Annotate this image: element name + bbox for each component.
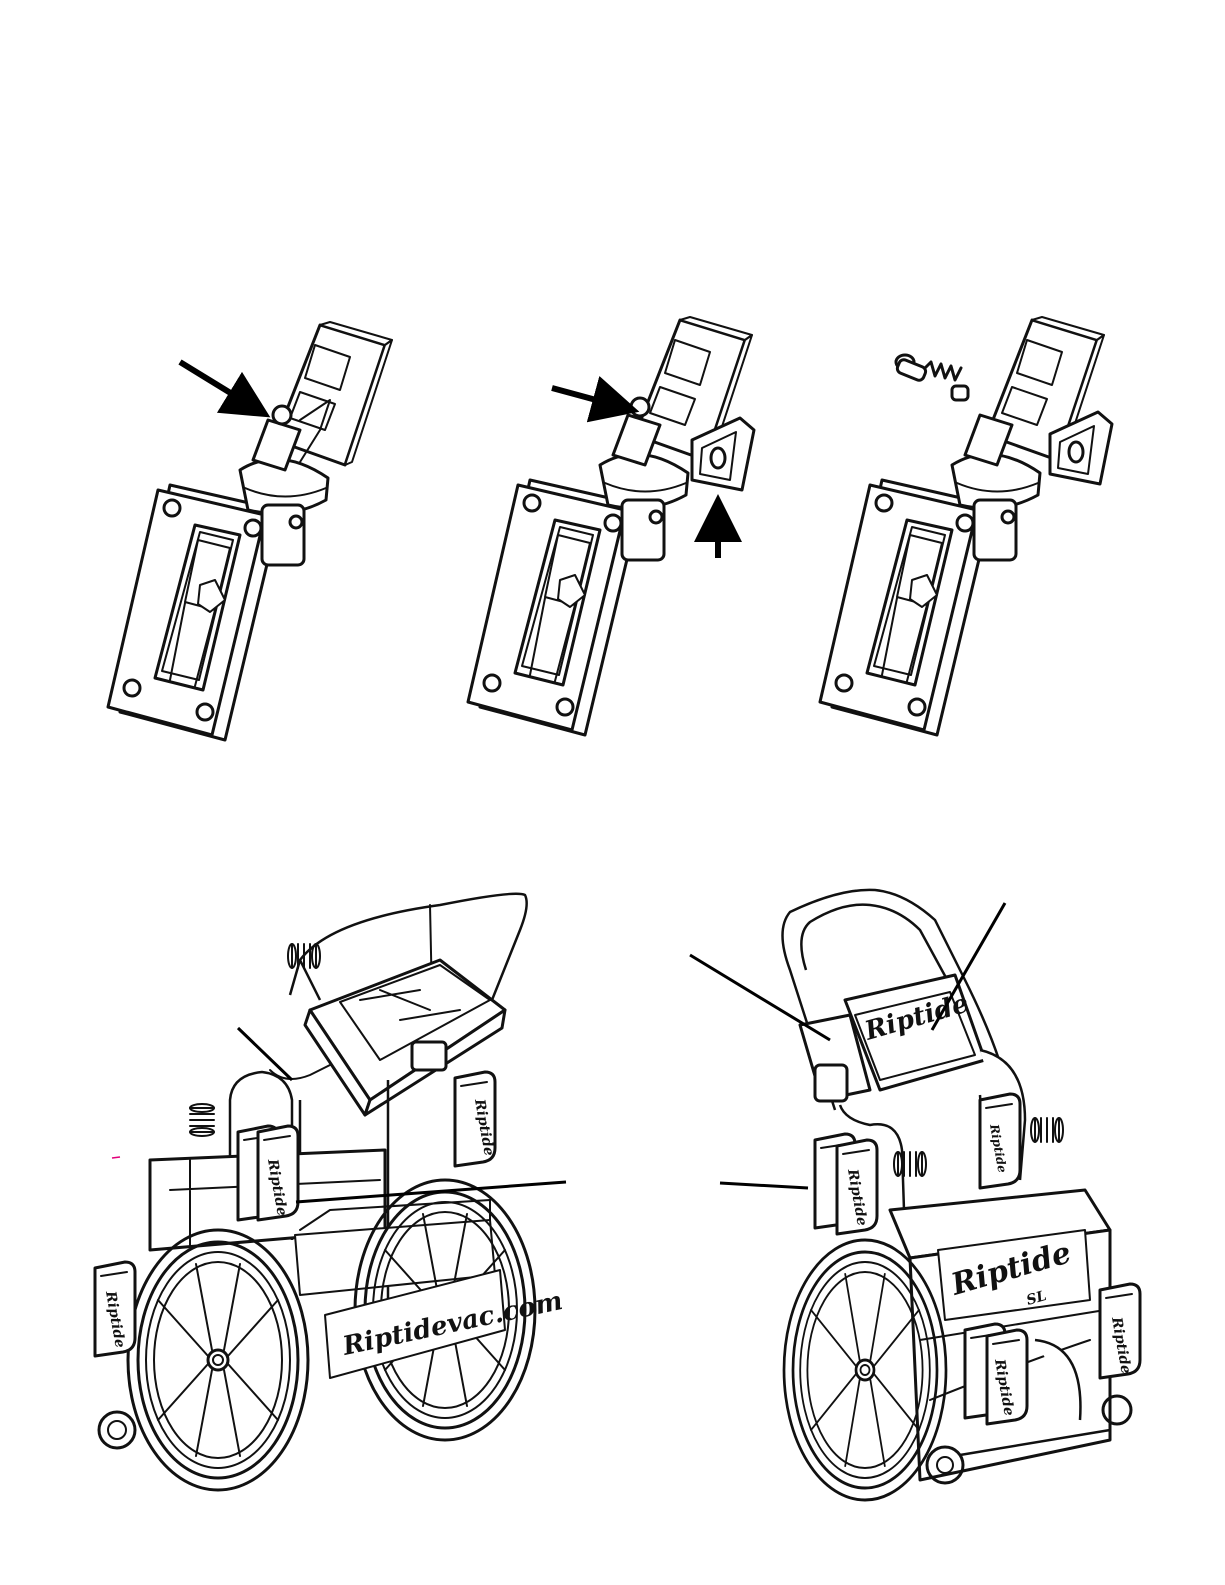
hose-hanger-lower: Riptide [965, 1324, 1027, 1424]
arrow-press-pin [180, 362, 255, 408]
pin-and-spring-removed [896, 355, 968, 400]
leader-hanger-rear [720, 1183, 808, 1188]
hose-hanger-upper: Riptide [815, 1134, 877, 1234]
valve-step-1 [108, 322, 392, 740]
hose-hanger-rear: Riptide [455, 1072, 497, 1166]
arrow-pin-release [552, 388, 622, 407]
hose-hanger-top: Riptide [980, 1094, 1020, 1188]
hose-hanger-side: Riptide [1100, 1284, 1140, 1378]
cart-front-view: Riptidevac.com Riptide Riptide Riptide [95, 894, 566, 1490]
hose-hanger-left: Riptide [95, 1262, 135, 1356]
valve-step-3 [820, 317, 1104, 735]
registration-mark [112, 1157, 120, 1158]
cart-rear-view: Riptide Riptide SL Riptide Riptide [690, 890, 1140, 1500]
valve-step-2 [468, 317, 752, 735]
hose-hanger-front: Riptide [238, 1126, 298, 1220]
